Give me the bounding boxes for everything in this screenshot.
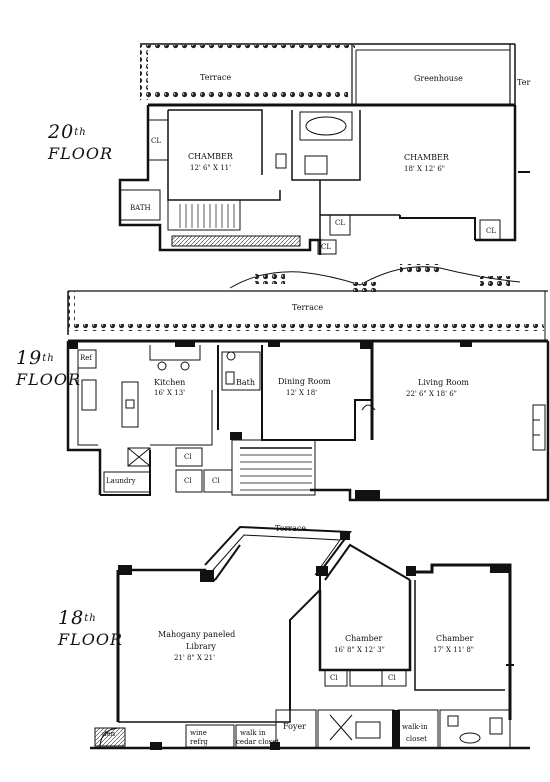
library-dim: 21' 8" X 21' bbox=[174, 654, 215, 662]
living-room-dim: 22' 6" X 18' 6" bbox=[406, 390, 457, 398]
wine-label-line1: wine bbox=[190, 729, 207, 737]
ter-label: Ter bbox=[517, 78, 531, 87]
greenhouse-label: Greenhouse bbox=[414, 74, 463, 83]
kitchen-dim: 16' X 13' bbox=[154, 389, 186, 397]
ref-label: Ref bbox=[80, 354, 93, 362]
floor-20-word: FLOOR bbox=[48, 144, 114, 163]
closet-20-2-label: CL bbox=[335, 219, 346, 227]
den-label: den bbox=[102, 730, 116, 738]
floor-18-word: FLOOR bbox=[58, 630, 124, 649]
walkin-closet-label-line1: walk-in bbox=[402, 723, 428, 731]
library-label-line2: Library bbox=[186, 642, 216, 651]
chamber-20-left-label: CHAMBER bbox=[188, 152, 233, 161]
closet-19-3-label: Cl bbox=[212, 477, 220, 485]
laundry-label: Laundry bbox=[106, 477, 136, 485]
terrace-20-label: Terrace bbox=[200, 73, 232, 82]
floor-20-number: 20 bbox=[48, 121, 75, 143]
floor-18-label: 18th FLOOR bbox=[58, 608, 123, 650]
floor-18-suffix: th bbox=[84, 613, 97, 624]
chamber-18-mid-label: Chamber bbox=[345, 634, 383, 643]
floor-19-number: 19 bbox=[16, 347, 43, 369]
closet-20-3-label: CL bbox=[321, 243, 332, 251]
closet-20-4-label: CL bbox=[486, 227, 497, 235]
foyer-label: Foyer bbox=[283, 722, 307, 731]
terrace-18-label: Terrace bbox=[275, 524, 307, 533]
walkin-closet-label-line2: closet bbox=[406, 735, 427, 743]
closet-19-2-label: Cl bbox=[184, 477, 192, 485]
chamber-18-right-dim: 17' X 11' 8" bbox=[433, 646, 474, 654]
library-label-line1: Mahogany paneled bbox=[158, 630, 236, 639]
chamber-18-mid-dim: 16' 8" X 12' 3" bbox=[334, 646, 385, 654]
bath-20-label: BATH bbox=[130, 204, 151, 212]
closet-20-1-label: CL bbox=[151, 137, 162, 145]
floor-20-plan bbox=[118, 43, 530, 255]
living-room-label: Living Room bbox=[418, 378, 470, 387]
floor-19-word: FLOOR bbox=[16, 370, 82, 389]
closet-18-2-label: Cl bbox=[388, 674, 396, 682]
walkin-cedar-label-line2: cedar closet bbox=[236, 738, 280, 746]
chamber-20-left-dim: 12' 6" X 11' bbox=[190, 164, 231, 172]
floor-19-label: 19th FLOOR bbox=[16, 348, 81, 390]
kitchen-label: Kitchen bbox=[154, 378, 186, 387]
closet-18-1-label: Cl bbox=[330, 674, 338, 682]
floor-20-label: 20th FLOOR bbox=[48, 122, 113, 164]
bath-19-label: Bath bbox=[236, 378, 256, 387]
closet-19-1-label: Cl bbox=[184, 453, 192, 461]
terrace-19-label: Terrace bbox=[292, 303, 324, 312]
floor-20-suffix: th bbox=[74, 127, 87, 138]
wine-label-line2: refrg bbox=[190, 738, 208, 746]
floor-18-number: 18 bbox=[58, 607, 85, 629]
chamber-20-right-label: CHAMBER bbox=[404, 153, 449, 162]
floor-18-plan bbox=[90, 525, 530, 750]
walkin-cedar-label-line1: walk in bbox=[240, 729, 266, 737]
dining-room-label: Dining Room bbox=[278, 377, 331, 386]
chamber-20-right-dim: 18' X 12' 6" bbox=[404, 165, 445, 173]
dining-room-dim: 12' X 18' bbox=[286, 389, 318, 397]
floor-19-suffix: th bbox=[42, 353, 55, 364]
chamber-18-right-label: Chamber bbox=[436, 634, 474, 643]
floor-19-plan bbox=[66, 264, 550, 502]
